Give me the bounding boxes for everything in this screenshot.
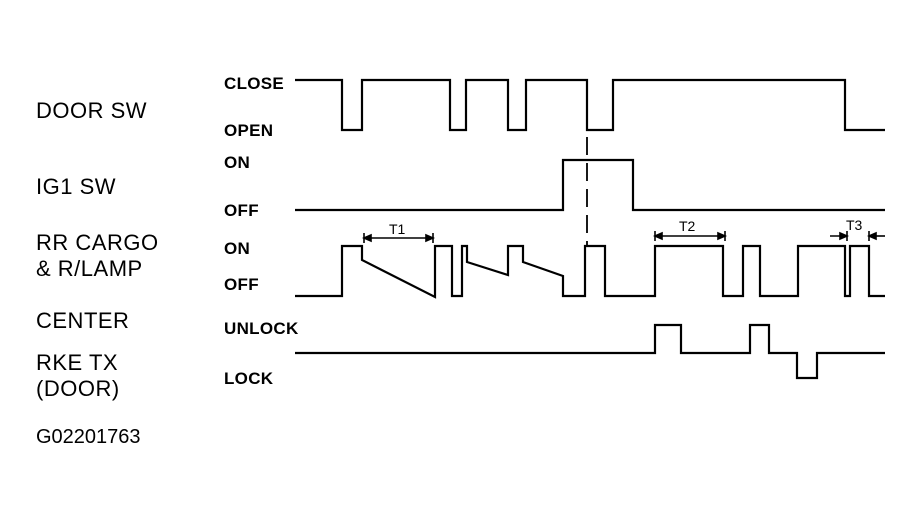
rr-cargo-high-label: ON [224,239,251,258]
t3-dimension [830,231,885,241]
ig1-sw-waveform [295,158,885,212]
center-name: CENTER [36,308,130,333]
rke-tx-name-line2: (DOOR) [36,376,120,401]
t1-dimension [361,233,436,243]
rke-tx-waveform [295,323,885,380]
rr-cargo-waveform [295,244,885,299]
door-sw-waveform [295,78,885,132]
timer-t3-label: T3 [846,217,863,233]
rr-cargo-low-label: OFF [224,275,259,294]
rke-tx-name-line1: RKE TX [36,350,119,375]
ig1-sw-high-label: ON [224,153,251,172]
rke-tx-low-label: LOCK [224,369,274,388]
rr-cargo-name-line1: RR CARGO [36,230,159,255]
timer-t1-label: T1 [389,221,406,237]
rke-tx-high-label: UNLOCK [224,319,299,338]
door-sw-high-label: CLOSE [224,74,285,93]
t2-dimension [652,231,728,241]
ig1-sw-low-label: OFF [224,201,259,220]
figure-id: G02201763 [36,426,141,448]
timer-t2-label: T2 [679,218,696,234]
door-sw-name: DOOR SW [36,98,148,123]
ig1-sw-name: IG1 SW [36,174,117,199]
rr-cargo-name-line2: & R/LAMP [36,256,143,281]
door-sw-low-label: OPEN [224,121,274,140]
